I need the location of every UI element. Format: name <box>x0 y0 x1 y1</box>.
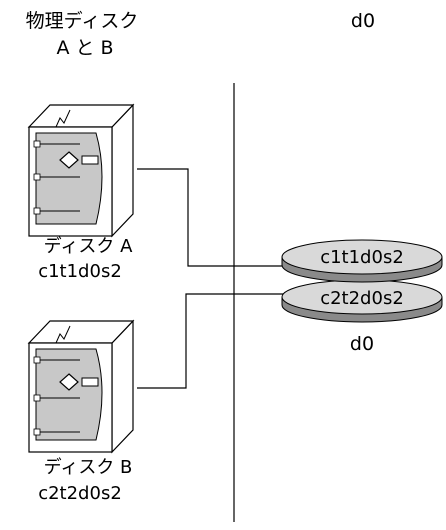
volume-slice-2: c2t2d0s2 <box>320 288 404 309</box>
disk-a-icon <box>27 103 135 238</box>
disk-b-icon <box>27 319 135 454</box>
physical-disks-subheader: A と B <box>56 37 113 59</box>
volume-label: d0 <box>350 333 374 355</box>
disk-b-name: ディスク B <box>44 457 133 478</box>
volume-platter-2 <box>281 279 443 323</box>
volume-header: d0 <box>351 10 375 32</box>
disk-b-slice: c2t2d0s2 <box>38 483 122 504</box>
physical-disks-header: 物理ディスク <box>26 10 139 32</box>
connector-disk-b <box>137 293 284 389</box>
connector-disk-a <box>137 168 284 267</box>
volume-slice-1: c1t1d0s2 <box>320 247 404 268</box>
volume-platter-1 <box>281 239 443 283</box>
disk-a-slice: c1t1d0s2 <box>38 261 122 282</box>
disk-a-name: ディスク A <box>44 236 133 257</box>
